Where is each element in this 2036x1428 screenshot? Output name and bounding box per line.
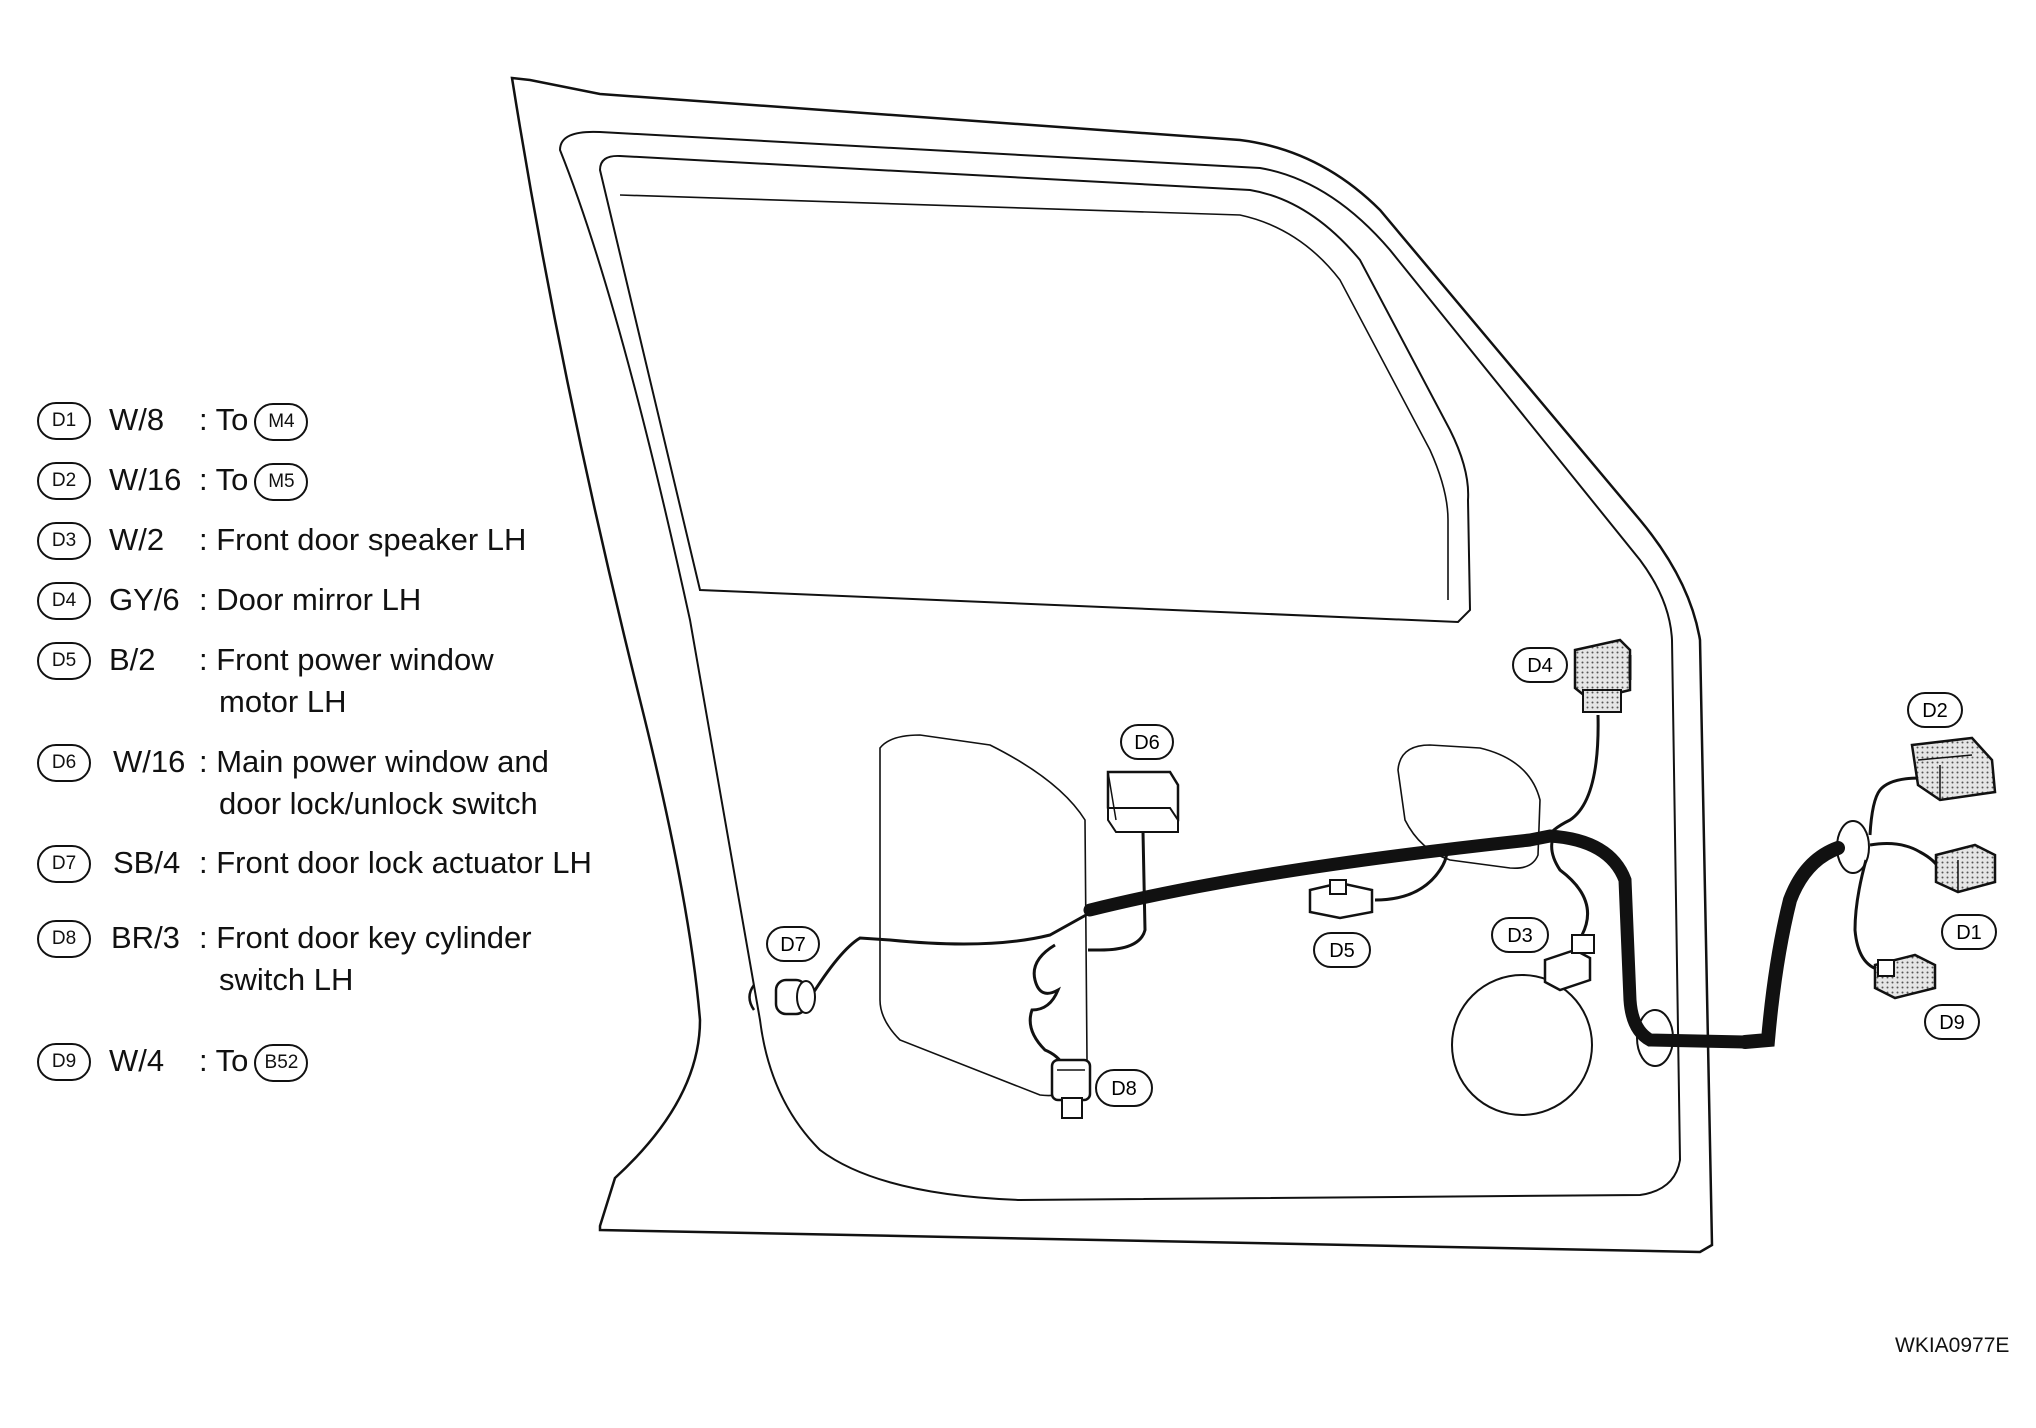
legend-desc2-d5: motor LH [219, 684, 347, 719]
legend-desc-d5: : Front power window [199, 642, 494, 677]
legend-desc-text-d1: To [215, 402, 249, 437]
svg-text:D4: D4 [1527, 655, 1553, 677]
svg-text:D5: D5 [1329, 940, 1355, 962]
connector-d8 [1050, 1058, 1092, 1119]
figure-id: WKIA0977E [1895, 1334, 2010, 1357]
connector-d3 [1543, 934, 1595, 992]
callout-d4: D4 [1512, 647, 1568, 683]
connector-d6 [1106, 770, 1180, 833]
legend-badge-d3: D3 [37, 522, 91, 560]
window-frame-line [619, 194, 1449, 600]
callout-d2: D2 [1907, 692, 1963, 728]
legend-wire-d4: GY/6 [109, 582, 180, 617]
legend-badge-d9: D9 [37, 1043, 91, 1081]
wire-d5 [1374, 844, 1449, 902]
callout-d1: D1 [1941, 914, 1997, 950]
legend-wire-d5: B/2 [109, 642, 156, 677]
legend-wire-d9: W/4 [109, 1043, 165, 1078]
legend-desc-text-d2: To [215, 462, 249, 497]
connector-d1 [1934, 843, 1997, 894]
callout-d9: D9 [1924, 1004, 1980, 1040]
legend-badge-d2: D2 [37, 462, 91, 500]
svg-text:D3: D3 [1507, 925, 1533, 947]
main-harness [1083, 829, 1752, 1049]
legend-desc-text-d3: Front door speaker LH [216, 522, 527, 557]
legend-wire-d7: SB/4 [113, 845, 181, 880]
legend-badge-d1: D1 [37, 402, 91, 440]
legend-desc-text-d7: Front door lock actuator LH [216, 845, 592, 880]
legend-wire-d2: W/16 [109, 462, 182, 497]
legend-badge-d8: D8 [37, 920, 91, 958]
callout-d5: D5 [1313, 932, 1371, 968]
svg-text:D2: D2 [1922, 700, 1948, 722]
legend-desc-text-d9: To [215, 1043, 249, 1078]
callout-d6: D6 [1120, 724, 1174, 760]
wire-d6 [1088, 831, 1147, 952]
connector-d7 [748, 978, 816, 1016]
svg-text:D6: D6 [1134, 732, 1160, 754]
connector-d2 [1910, 736, 1997, 802]
wire-d2 [1868, 776, 1921, 836]
legend-desc-d4: : Door mirror LH [199, 582, 422, 617]
legend-desc-text-d5: Front power window [216, 642, 494, 677]
wire-d7 [808, 908, 1096, 999]
wire-d8 [1028, 943, 1074, 1096]
speaker-circle [1451, 974, 1593, 1116]
door-inner-contour [558, 130, 1682, 1202]
legend-desc-text-d6: Main power window and [216, 744, 549, 779]
legend-badge-d7: D7 [37, 845, 91, 883]
legend-desc2-d8: switch LH [219, 962, 354, 997]
legend-desc-d7: : Front door lock actuator LH [199, 845, 592, 880]
legend-wire-d3: W/2 [109, 522, 165, 557]
hinge-harness [1738, 841, 1845, 1049]
legend-wire-d6: W/16 [113, 744, 186, 779]
legend-badge-d6: D6 [37, 744, 91, 782]
access-panel [879, 734, 1088, 1097]
connector-d4 [1573, 638, 1632, 713]
wire-d9 [1853, 859, 1881, 972]
wire-d4 [1546, 714, 1600, 839]
legend-desc-d3: : Front door speaker LH [199, 522, 527, 557]
door-outline [510, 76, 1714, 1254]
wire-d3 [1550, 841, 1590, 936]
callout-d8: D8 [1095, 1069, 1153, 1107]
connector-d9 [1873, 953, 1937, 1000]
legend-badge-d4: D4 [37, 582, 91, 620]
legend-target-m5: M5 [254, 462, 309, 501]
legend-desc-d8: : Front door key cylinder [199, 920, 532, 955]
legend-wire-d8: BR/3 [111, 920, 180, 955]
callout-d7: D7 [766, 926, 820, 962]
legend-wire-d1: W/8 [109, 402, 165, 437]
legend-desc-d6: : Main power window and [199, 744, 549, 779]
svg-text:D9: D9 [1939, 1012, 1965, 1034]
legend-desc-text-d8: Front door key cylinder [216, 920, 532, 955]
svg-text:D8: D8 [1111, 1078, 1137, 1100]
legend-desc2-d6: door lock/unlock switch [219, 786, 538, 821]
window-opening [598, 154, 1472, 624]
legend-target-m4: M4 [254, 402, 309, 441]
callout-d3: D3 [1491, 917, 1549, 953]
svg-text:D1: D1 [1956, 922, 1982, 944]
legend-desc-text-d4: Door mirror LH [216, 582, 422, 617]
svg-text:D7: D7 [780, 934, 806, 956]
connector-d5 [1308, 879, 1374, 920]
legend-badge-d5: D5 [37, 642, 91, 680]
legend-target-b52: B52 [254, 1043, 309, 1082]
